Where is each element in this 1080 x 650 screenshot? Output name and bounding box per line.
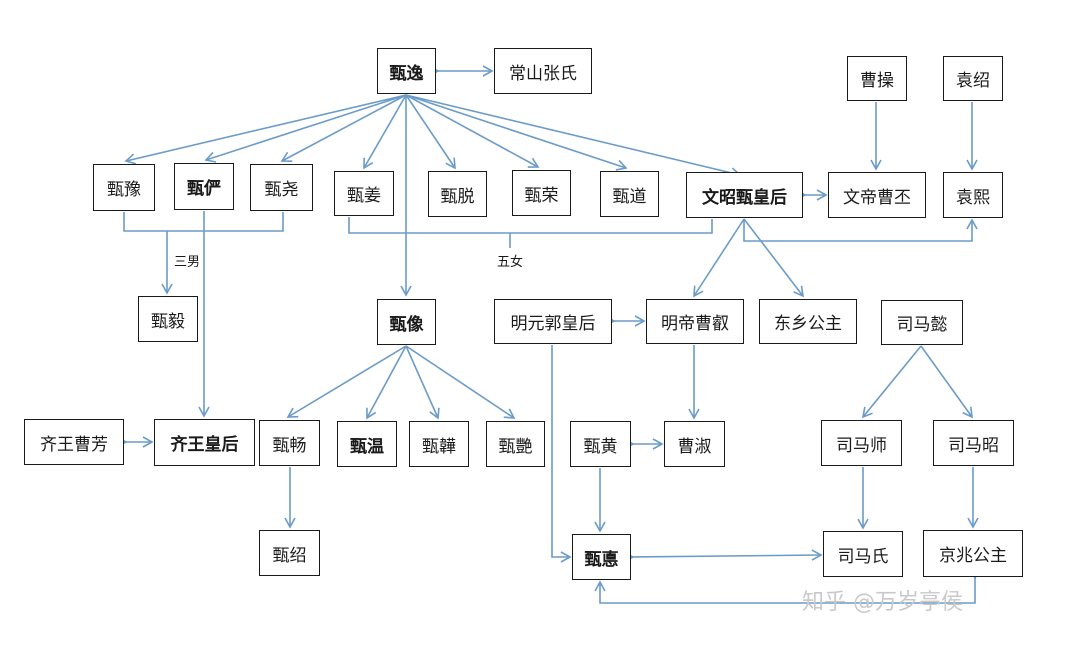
edge-yi-yao bbox=[280, 94, 407, 162]
edge-yi-jiang bbox=[363, 94, 407, 170]
node-zhen-dao: 甄道 bbox=[600, 171, 659, 217]
edge-yi-wenzhao bbox=[405, 94, 742, 179]
label-three-sons: 三男 bbox=[174, 255, 201, 270]
watermark: 知乎 @万岁亭侯 bbox=[802, 590, 963, 615]
node-sima-shi: 司马师 bbox=[821, 420, 902, 466]
node-zhen-yi: 甄逸 bbox=[377, 48, 436, 94]
node-zhen-yan2: 甄艷 bbox=[486, 421, 545, 467]
edge-de-simaclan bbox=[623, 549, 823, 563]
edge-xiang-tao bbox=[405, 345, 440, 420]
node-zhen-wen: 甄温 bbox=[337, 421, 397, 467]
edge-simayi-zhao bbox=[920, 345, 973, 419]
node-sima-clan: 司马氏 bbox=[823, 531, 903, 577]
node-jingzhao-princess: 京兆公主 bbox=[923, 530, 1023, 577]
edge-simayi-shi bbox=[861, 345, 922, 419]
node-zhen-de: 甄悳 bbox=[572, 534, 631, 580]
node-zhen-tuo: 甄脱 bbox=[428, 171, 487, 217]
node-yuan-xi: 袁熙 bbox=[943, 172, 1003, 218]
node-zhen-yu: 甄豫 bbox=[93, 164, 155, 211]
edge-fivedaughters-bracket bbox=[348, 217, 713, 234]
node-cao-cao: 曹操 bbox=[847, 56, 907, 101]
edge-mingyuan-de bbox=[551, 345, 572, 563]
edge-xiang-yan2 bbox=[405, 345, 516, 419]
node-sima-yi: 司马懿 bbox=[881, 300, 963, 345]
edge-xiang-wen bbox=[366, 345, 407, 420]
edge-wenzhao-yuanxi bbox=[743, 218, 978, 242]
node-zhen-shao: 甄绍 bbox=[259, 530, 320, 576]
node-zhen-tao: 甄韡 bbox=[409, 421, 469, 467]
edge-wenzhao-dongxiang bbox=[743, 218, 805, 298]
edge-yi-dao bbox=[405, 94, 628, 171]
node-changshan-zhang: 常山张氏 bbox=[494, 48, 592, 94]
edge-yi-yu bbox=[124, 94, 407, 165]
edge-yi-tuo bbox=[405, 94, 456, 170]
node-zhen-yi-grandson: 甄毅 bbox=[138, 296, 198, 342]
node-mingyuan-empress: 明元郭皇后 bbox=[494, 299, 612, 344]
node-zhen-huang: 甄黄 bbox=[570, 421, 631, 467]
node-sima-zhao: 司马昭 bbox=[933, 420, 1014, 466]
label-five-daughters: 五女 bbox=[497, 255, 524, 270]
node-zhen-rong: 甄荣 bbox=[512, 170, 571, 216]
edge-yi-rong bbox=[405, 94, 540, 168]
node-cao-fang: 齐王曹芳 bbox=[24, 419, 124, 465]
node-yuan-shao: 袁绍 bbox=[943, 56, 1003, 101]
node-dongxiang-princess: 东乡公主 bbox=[759, 299, 857, 344]
node-zhen-chang: 甄畅 bbox=[259, 420, 320, 466]
edge-yi-yan bbox=[204, 94, 407, 163]
edge-wenzhao-rui bbox=[693, 218, 745, 298]
node-zhen-xiang: 甄像 bbox=[377, 299, 436, 345]
node-cao-shu: 曹淑 bbox=[664, 421, 725, 467]
node-zhen-jiang: 甄姜 bbox=[334, 171, 394, 216]
edge-xiang-chang bbox=[286, 345, 407, 418]
edge-jingzhao-de bbox=[594, 568, 981, 604]
node-zhen-yao: 甄尧 bbox=[250, 164, 313, 211]
node-wenzhao-empress: 文昭甄皇后 bbox=[686, 172, 803, 218]
node-cao-pi: 文帝曹丕 bbox=[828, 172, 926, 218]
node-zhen-yan: 甄俨 bbox=[174, 163, 234, 210]
node-qi-empress: 齐王皇后 bbox=[154, 419, 255, 466]
node-cao-rui: 明帝曹叡 bbox=[646, 299, 744, 344]
